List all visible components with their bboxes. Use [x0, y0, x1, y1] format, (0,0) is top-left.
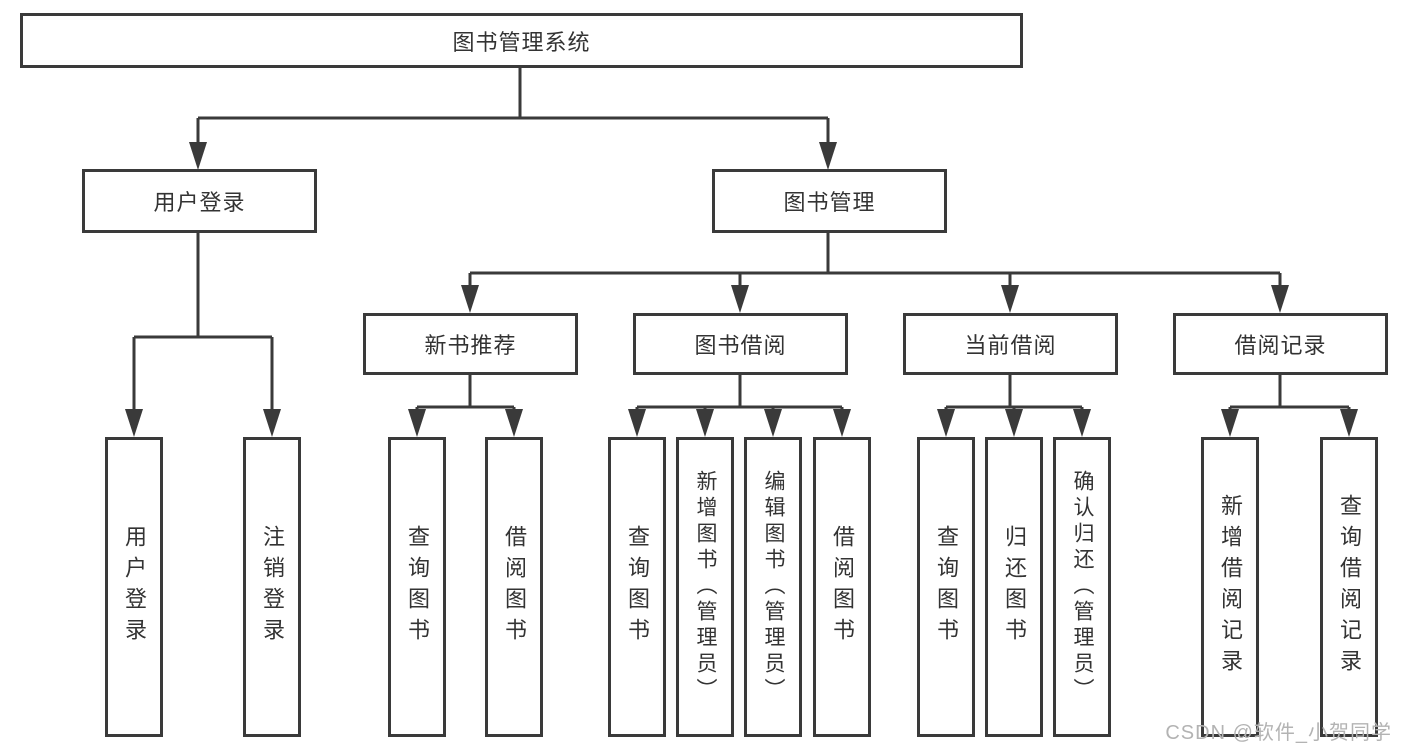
node-borrow-records: 借阅记录 — [1173, 313, 1388, 375]
arrowhead-down-icon — [125, 409, 143, 437]
leaf-user-login: 用户登录 — [105, 437, 163, 737]
arrowhead-down-icon — [833, 409, 851, 437]
csdn-watermark: CSDN @软件_小贺同学 — [1165, 722, 1392, 744]
arrowhead-down-icon — [819, 142, 837, 170]
leaf-return-books: 归还图书 — [985, 437, 1043, 737]
arrowhead-down-icon — [731, 285, 749, 313]
connector-login-to-leaves — [125, 233, 281, 437]
leaf-borrow-books-2: 借阅图书 — [813, 437, 871, 737]
arrowhead-down-icon — [1271, 285, 1289, 313]
connector-bookmgmt-to-level3 — [461, 233, 1289, 313]
leaf-query-borrow-record: 查询借阅记录 — [1320, 437, 1378, 737]
leaf-borrow-books-1: 借阅图书 — [485, 437, 543, 737]
node-current-borrowing: 当前借阅 — [903, 313, 1118, 375]
arrowhead-down-icon — [937, 409, 955, 437]
node-library-management-system: 图书管理系统 — [20, 13, 1023, 68]
connector-newbook-to-leaves — [408, 375, 523, 437]
leaf-query-books-3: 查询图书 — [917, 437, 975, 737]
leaf-query-books-2: 查询图书 — [608, 437, 666, 737]
leaf-add-borrow-record: 新增借阅记录 — [1201, 437, 1259, 737]
leaf-add-book-admin: 新增图书（管理员） — [676, 437, 734, 737]
arrowhead-down-icon — [696, 409, 714, 437]
leaf-confirm-return-admin: 确认归还（管理员） — [1053, 437, 1111, 737]
arrowhead-down-icon — [408, 409, 426, 437]
leaf-edit-book-admin: 编辑图书（管理员） — [744, 437, 802, 737]
connector-root-to-level2 — [189, 68, 837, 170]
arrowhead-down-icon — [263, 409, 281, 437]
connector-borrow-to-leaves — [628, 375, 851, 437]
arrowhead-down-icon — [1340, 409, 1358, 437]
arrowhead-down-icon — [461, 285, 479, 313]
node-new-book-recommend: 新书推荐 — [363, 313, 578, 375]
leaf-logout: 注销登录 — [243, 437, 301, 737]
arrowhead-down-icon — [1221, 409, 1239, 437]
node-book-borrowing: 图书借阅 — [633, 313, 848, 375]
arrowhead-down-icon — [764, 409, 782, 437]
node-book-management: 图书管理 — [712, 169, 947, 233]
arrowhead-down-icon — [628, 409, 646, 437]
connector-current-to-leaves — [937, 375, 1091, 437]
arrowhead-down-icon — [1005, 409, 1023, 437]
leaf-query-books-1: 查询图书 — [388, 437, 446, 737]
arrowhead-down-icon — [1001, 285, 1019, 313]
arrowhead-down-icon — [1073, 409, 1091, 437]
arrowhead-down-icon — [189, 142, 207, 170]
connector-record-to-leaves — [1221, 375, 1358, 437]
arrowhead-down-icon — [505, 409, 523, 437]
node-user-login: 用户登录 — [82, 169, 317, 233]
